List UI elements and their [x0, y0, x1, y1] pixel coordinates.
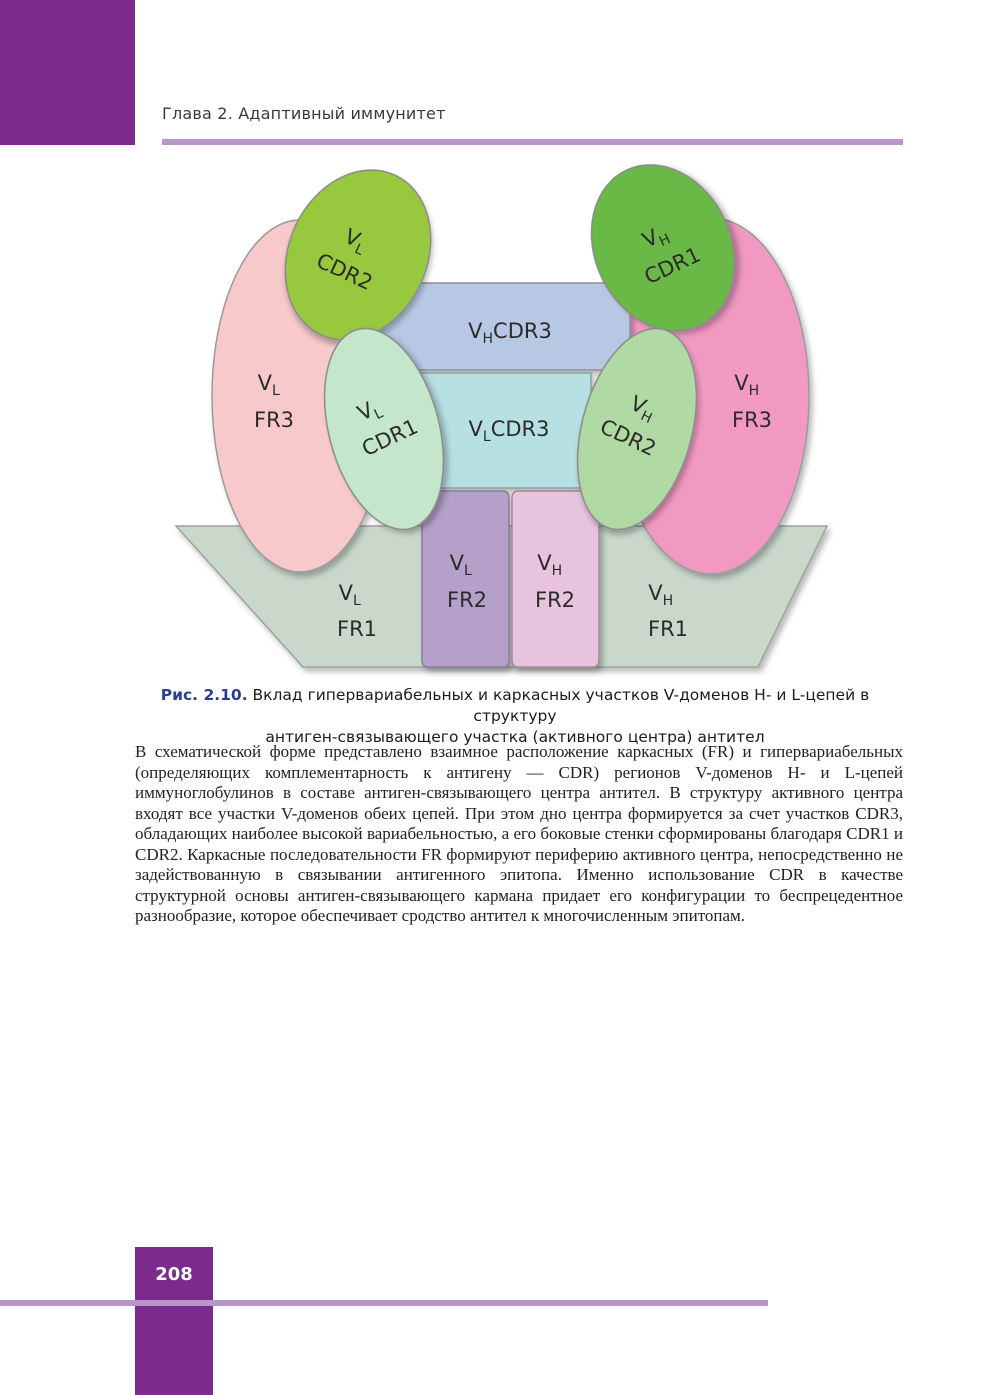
chapter-title: Глава 2. Адаптивный иммунитет — [162, 104, 446, 123]
figure-caption-line1: Вклад гипервариабельных и каркасных учас… — [247, 686, 870, 725]
chapter-corner-tab — [0, 0, 135, 145]
vl-fr2-region — [421, 490, 510, 668]
vl-cdr1-region — [323, 327, 445, 531]
figure-caption-label: Рис. 2.10. — [160, 686, 248, 704]
page-number: 208 — [155, 1264, 193, 1285]
vl-cdr3-region — [417, 372, 592, 489]
vh-cdr3-label: VHCDR3 — [468, 319, 552, 347]
vl-fr3-label: VL FR3 — [254, 371, 294, 432]
vh-cdr1-region — [590, 164, 736, 332]
header-rule — [162, 139, 903, 145]
vl-cdr3-label: VLCDR3 — [469, 417, 550, 445]
vh-cdr2-region — [576, 327, 698, 531]
body-paragraph: В схематической форме представлено взаим… — [135, 742, 903, 925]
figure-caption-line2: антиген-связывающего участка (активного … — [265, 728, 765, 746]
vl-fr2-label: VL FR2 — [447, 551, 487, 612]
vh-fr1-label: VH FR1 — [648, 581, 688, 641]
vl-cdr2-region — [284, 169, 432, 341]
vl-fr1-label: VL FR1 — [337, 581, 377, 641]
footer-rule — [0, 1300, 768, 1306]
vh-fr2-region — [511, 490, 600, 668]
page-number-tab — [135, 1247, 213, 1395]
figure-caption: Рис. 2.10. Вклад гипервариабельных и кар… — [125, 685, 905, 748]
vh-fr2-label: VH FR2 — [535, 551, 575, 612]
vh-fr3-label: VH FR3 — [732, 371, 772, 432]
